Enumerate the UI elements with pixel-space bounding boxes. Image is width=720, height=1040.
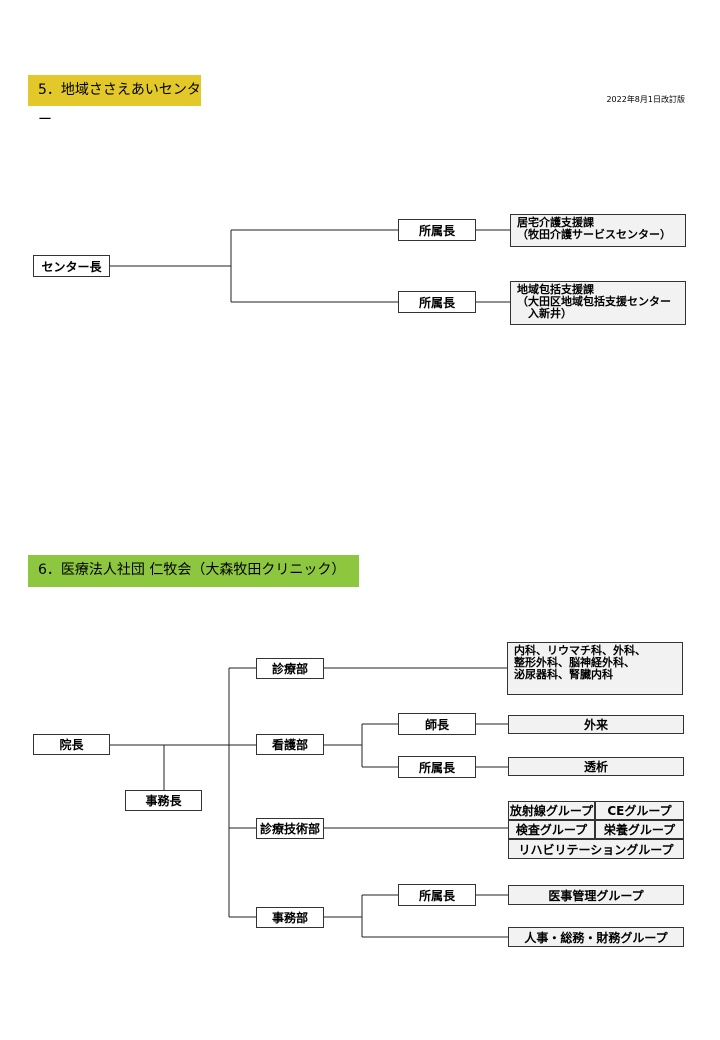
home-care-support-dept-box: 居宅介護支援課 （牧田介護サービスセンター） xyxy=(510,214,686,247)
section6-title: 6．医療法人社団 仁牧会（大森牧田クリニック） xyxy=(28,555,359,587)
admin-manager-box: 所属長 xyxy=(398,884,476,906)
ce-group-box: CEグループ xyxy=(595,801,684,820)
secretary-general-box: 事務長 xyxy=(125,790,202,811)
nutrition-group-box: 栄養グループ xyxy=(595,820,684,839)
section5-manager-box-1: 所属長 xyxy=(398,219,476,241)
clinical-specialties-box: 内科、リウマチ科、外科、 整形外科、脳神経外科、 泌尿器科、腎臓内科 xyxy=(507,642,683,695)
director-box: 院長 xyxy=(33,734,110,755)
section5-title: 5．地域ささえあいセンター xyxy=(28,75,201,128)
revision-date: 2022年8月1日改訂版 xyxy=(606,95,685,104)
nursing-manager-box: 所属長 xyxy=(398,756,476,778)
medical-affairs-group-box: 医事管理グループ xyxy=(508,885,684,905)
laboratory-group-box: 検査グループ xyxy=(508,820,595,839)
nursing-dept-box: 看護部 xyxy=(256,734,324,755)
technical-dept-box: 診療技術部 xyxy=(256,818,324,839)
clinical-dept-box: 診療部 xyxy=(256,658,324,679)
admin-dept-box: 事務部 xyxy=(256,907,324,928)
section5-manager-box-2: 所属長 xyxy=(398,291,476,313)
community-support-dept-box: 地域包括支援課 （大田区地域包括支援センター 入新井） xyxy=(510,281,686,325)
head-nurse-box: 師長 xyxy=(398,713,476,735)
radiology-group-box: 放射線グループ xyxy=(508,801,595,820)
rehabilitation-group-box: リハビリテーショングループ xyxy=(508,839,684,859)
outpatient-box: 外来 xyxy=(508,715,684,734)
center-head-box: センター長 xyxy=(33,255,110,277)
hr-general-finance-group-box: 人事・総務・財務グループ xyxy=(508,927,684,947)
dialysis-box: 透析 xyxy=(508,757,684,776)
